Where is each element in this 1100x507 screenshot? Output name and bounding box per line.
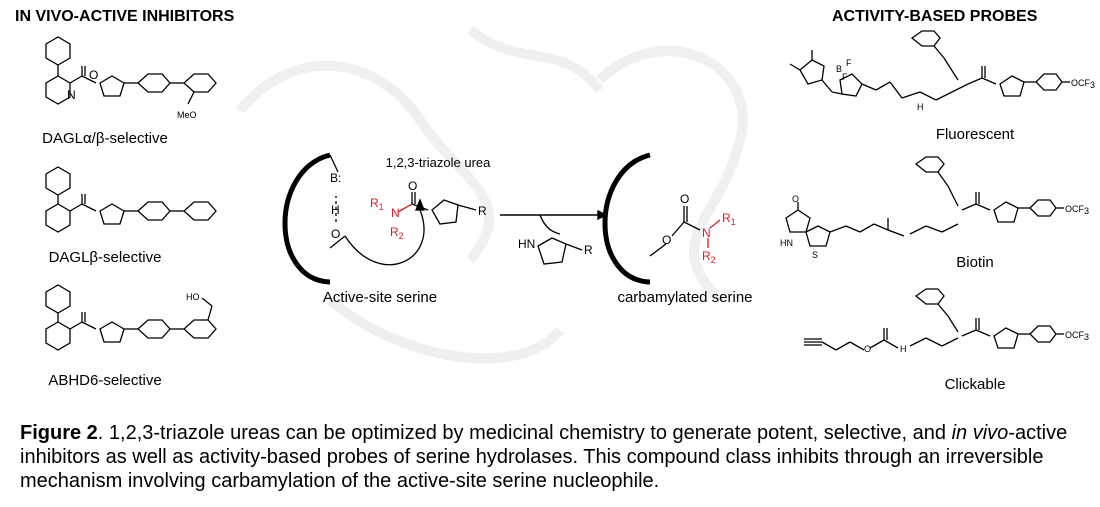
substituent-meo: MeO [177,110,197,120]
atom-R-triazole: R [478,204,487,218]
atom-F1: F [846,58,852,68]
atom-O-serine: O [331,227,340,241]
atom-F2: F [842,72,848,82]
reaction-arrow [500,209,608,235]
caption-text-2: -active inhibitors as well as activity-b… [20,422,1068,492]
leaving-triazole-structure [537,237,583,265]
atom-R1-right: R1 [722,211,736,227]
atom-N-carbamate: N [702,226,711,240]
atom-ocf3-2: OCF3 [1065,204,1089,216]
atom-O-carbonyl: O [408,179,417,193]
label-active-site-serine: Active-site serine [322,289,438,306]
label-probe-clickable: Clickable [944,376,1006,393]
probe-clickable-structure [804,288,1064,351]
atom-HN-biotin: HN [780,238,793,248]
probe-biotin-structure [785,156,1064,247]
active-site-pocket-left [282,152,346,285]
caption-text-1: . 1,2,3-triazole ureas can be optimized … [97,422,952,444]
label-inhibitor-2: DAGLβ-selective [48,249,162,266]
header-inhibitors: IN VIVO-ACTIVE INHIBITORS [15,8,235,25]
atom-S-biotin: S [812,250,818,260]
atom-O-carbamate: O [680,192,689,206]
protein-watermark [236,26,748,364]
atom-O-carbamate-probe: O [864,344,871,354]
atom-H-amide: H [917,102,924,112]
label-probe-biotin: Biotin [956,254,994,271]
atom-ocf3-1: OCF3 [1071,78,1095,90]
atom-H-carbamate-probe: H [900,344,907,354]
atom-B: B: [330,171,341,185]
attack-arrow [344,198,425,266]
inhibitor-abhd6-structure [45,284,217,351]
inhibitor-dagl-b-structure [45,166,217,233]
substituent-ho: HO [186,292,200,302]
atom-HN: HN [518,237,535,251]
atom-H: H [331,203,340,217]
atom-O-ester: O [662,233,671,247]
probe-fluorescent-structure [789,30,1070,101]
label-probe-fluorescent: Fluorescent [935,126,1015,143]
atom-B-bodipy: B [836,64,842,74]
atom-R-leaving: R [584,243,593,257]
atom-R2-right: R2 [702,249,716,265]
inhibitor-dagl-ab-structure [45,36,217,105]
caption-italic: in vivo [951,422,1009,444]
label-carbamylated-serine: carbamylated serine [617,289,753,306]
atom-ocf3-3: OCF3 [1065,330,1089,342]
active-site-pocket-right [602,152,721,285]
figure-caption: Figure 2. 1,2,3-triazole ureas can be op… [20,421,1080,493]
label-triazole-urea: 1,2,3-triazole urea [385,155,491,170]
atom-O-biotin: O [792,194,799,204]
atom-O: O [89,68,98,82]
label-inhibitor-1: DAGLα/β-selective [42,130,168,147]
atom-R2-left: R2 [390,225,404,241]
label-inhibitor-3: ABHD6-selective [48,372,162,389]
atom-N-urea: N [391,206,400,220]
caption-figure-number: Figure 2 [20,422,98,444]
atom-R1-left: R1 [370,196,384,212]
atom-N: N [67,88,76,102]
header-probes: ACTIVITY-BASED PROBES [832,8,1038,25]
triazole-urea-structure [397,192,477,225]
